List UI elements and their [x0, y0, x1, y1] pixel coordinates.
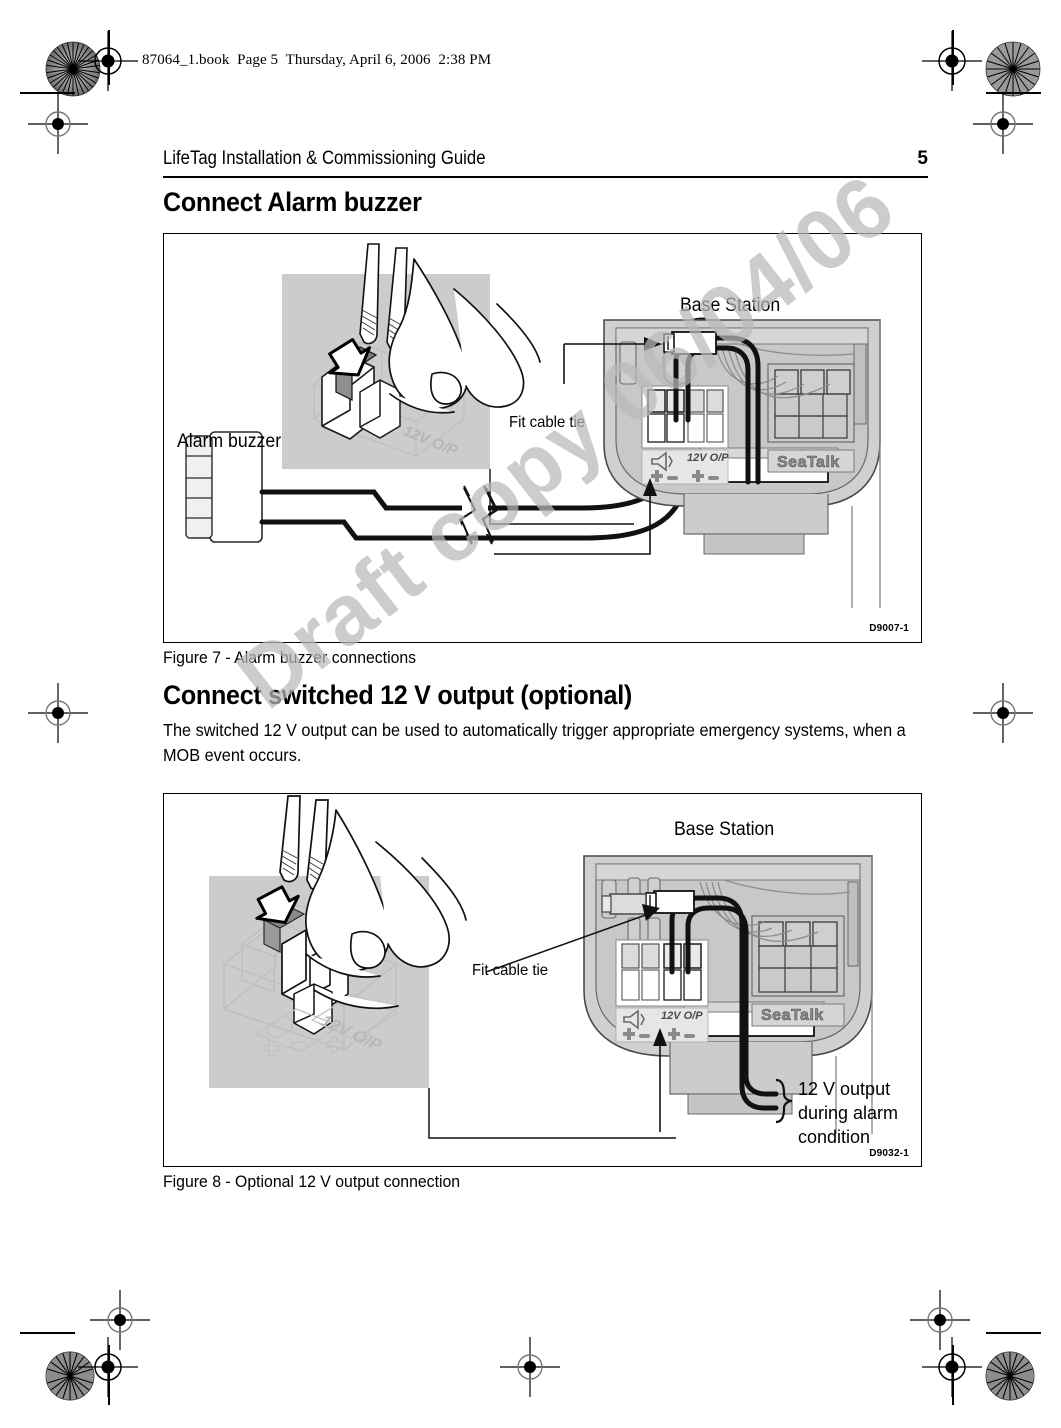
heading-connect-alarm-buzzer: Connect Alarm buzzer: [163, 187, 422, 217]
fig8-base-station: [583, 855, 873, 1115]
fig7-base-station: [603, 319, 881, 555]
crosshair-mark-left-middle: [28, 683, 88, 743]
heading-connect-switched-12v: Connect switched 12 V output (optional): [163, 680, 632, 710]
fig8-terminal-block: [615, 939, 709, 1007]
polarity-marks-12v: [692, 470, 719, 482]
crop-rule-left-edge-bottom: [20, 1332, 75, 1334]
fig8-output-brace: [775, 1078, 793, 1124]
crosshair-mark-left-upper: [28, 94, 88, 154]
guide-title: LifeTag Installation & Commissioning Gui…: [163, 148, 486, 169]
page-number: 5: [917, 148, 928, 169]
crosshair-mark-right-middle: [973, 683, 1033, 743]
speaker-icon: [651, 451, 673, 472]
fig7-legend-plate: [641, 449, 729, 485]
fig7-label-alarm-buzzer: Alarm buzzer: [177, 431, 282, 452]
body-text-switched-12v: The switched 12 V output can be used to …: [163, 720, 906, 765]
crop-rule-right-edge-bottom: [986, 1332, 1041, 1334]
fig8-inset-panel: [209, 795, 467, 1088]
fig7-seatalk-block: [767, 363, 855, 473]
starburst-mark-bottom-right: [985, 1351, 1035, 1406]
starburst-mark-bottom-left: [45, 1351, 95, 1406]
crosshair-mark-bottom-center: [500, 1337, 560, 1397]
fig7-label-seatalk: SeaTalk: [777, 454, 840, 472]
crosshair-mark-right-upper: [973, 94, 1033, 154]
fig8-label-12v-op: 12V O/P: [661, 1010, 703, 1022]
fig7-inset-panel: [282, 243, 541, 469]
starburst-mark-top-right: [985, 41, 1041, 102]
polarity-marks-buzzer: [651, 470, 678, 482]
figure-7-caption: Figure 7 - Alarm buzzer connections: [163, 648, 417, 667]
fig8-label-fit-cable-tie: Fit cable tie: [472, 962, 549, 979]
fig7-buzzer-cable: [259, 489, 585, 541]
fig7-label-12v-op: 12V O/P: [687, 452, 729, 464]
speaker-icon: [623, 1009, 645, 1030]
figure-7-artwork: [185, 243, 881, 608]
fig7-cable-tie: [663, 331, 717, 355]
fig8-cable-tie-leader: [485, 904, 660, 973]
figure-8-artwork: [209, 795, 873, 1139]
fig7-terminal-arrow: [494, 478, 657, 555]
fig8-terminal-arrow: [653, 1028, 667, 1132]
fig7-drawing-id: D9007-1: [869, 623, 909, 634]
print-header-text: 87064_1.book Page 5 Thursday, April 6, 2…: [142, 52, 492, 68]
fig8-cable-tie-blocks: [601, 890, 695, 915]
header-rule: [163, 176, 928, 178]
figure-8-box: Base Station Fit cable tie SeaTalk 12V O…: [163, 793, 922, 1167]
crosshair-mark-top-center: [90, 1290, 150, 1350]
crosshair-mark-right-lower: [910, 1290, 970, 1350]
crop-rule-top: [108, 30, 110, 85]
crop-rule-bottom-left: [108, 1345, 110, 1405]
fig8-leader-inset: [428, 1088, 676, 1139]
crop-rule-top-right: [952, 30, 954, 85]
figure-7-box: Base Station Alarm buzzer Fit cable tie …: [163, 233, 922, 643]
figure-8-caption: Figure 8 - Optional 12 V output connecti…: [163, 1172, 461, 1191]
fig7-label-base-station: Base Station: [680, 295, 781, 316]
fig8-label-base-station: Base Station: [674, 819, 775, 840]
fig8-output-cable: [739, 1041, 779, 1111]
fig7-label-fit-cable-tie: Fit cable tie: [509, 414, 586, 431]
running-head: LifeTag Installation & Commissioning Gui…: [163, 148, 928, 170]
fig7-buzzer-terminal-block: [641, 385, 729, 449]
crop-rule-right-edge-top: [986, 92, 1041, 94]
crop-rule-bottom-right: [952, 1345, 954, 1405]
fig8-label-seatalk: SeaTalk: [761, 1007, 824, 1025]
fig7-alarm-buzzer-device: [185, 431, 263, 543]
fig8-label-output-note: 12 V output during alarm condition: [798, 1079, 899, 1147]
starburst-mark-top-left: [45, 41, 101, 102]
fig7-leader-inset: [489, 469, 634, 525]
fig8-drawing-id: D9032-1: [869, 1148, 909, 1159]
crop-rule-left-edge-top: [20, 92, 75, 94]
fig7-cable-tie-leader: [563, 337, 662, 384]
